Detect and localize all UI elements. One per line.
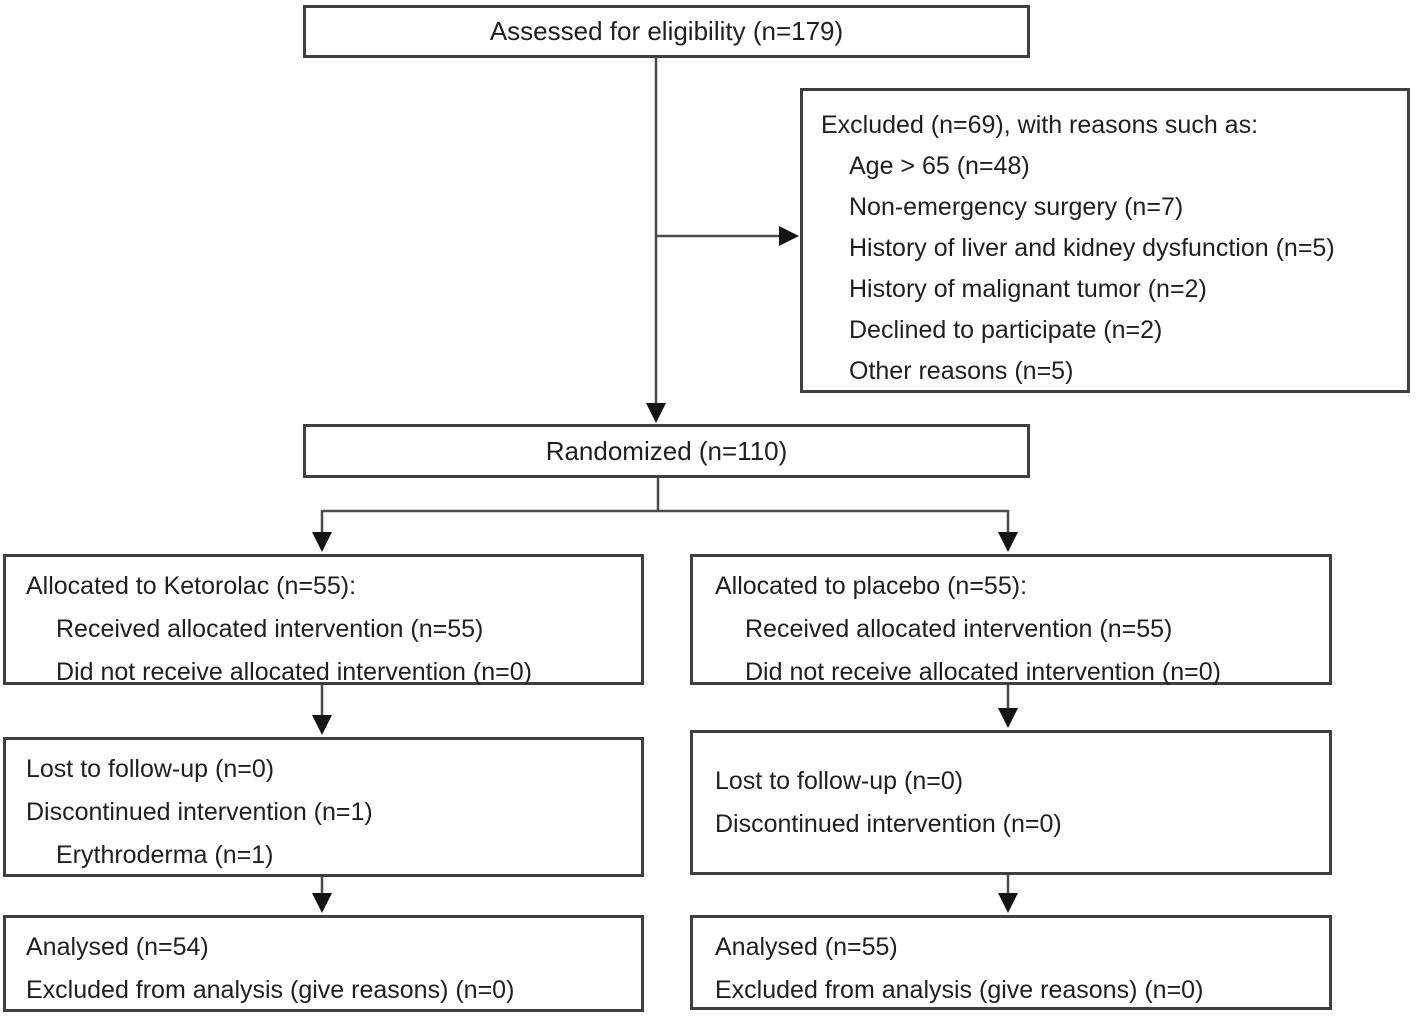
analysis-detail: Analysed (n=55) [715, 933, 898, 961]
analysis-ketorolac-box: Analysed (n=54) Excluded from analysis (… [3, 915, 644, 1012]
allocation-ketorolac-box: Allocated to Ketorolac (n=55): Received … [3, 554, 644, 686]
followup-placebo-box: Lost to follow-up (n=0) Discontinued int… [690, 730, 1332, 875]
excluded-reason: History of liver and kidney dysfunction … [849, 234, 1335, 262]
arrow-to-alloc-right [998, 510, 1018, 552]
excluded-reason: Age > 65 (n=48) [849, 152, 1030, 180]
excluded-header: Excluded (n=69), with reasons such as: [821, 111, 1259, 139]
randomized-label: Randomized (n=110) [545, 435, 788, 466]
arrow-followup-left-to-analysis [312, 877, 332, 913]
allocation-header: Allocated to Ketorolac (n=55): [26, 572, 357, 600]
arrow-followup-right-to-analysis [998, 875, 1018, 913]
excluded-reason: Other reasons (n=5) [849, 357, 1074, 385]
excluded-reason: History of malignant tumor (n=2) [849, 275, 1207, 303]
analysis-placebo-box: Analysed (n=55) Excluded from analysis (… [690, 915, 1332, 1010]
allocation-placebo-box: Allocated to placebo (n=55): Received al… [690, 554, 1332, 686]
analysis-detail: Excluded from analysis (give reasons) (n… [715, 976, 1204, 1004]
followup-reason: Erythroderma (n=1) [56, 841, 274, 869]
followup-detail: Lost to follow-up (n=0) [715, 766, 964, 795]
allocation-detail: Received allocated intervention (n=55) [745, 615, 1173, 643]
excluded-box: Excluded (n=69), with reasons such as: A… [800, 88, 1410, 393]
assessed-eligibility-box: Assessed for eligibility (n=179) [303, 5, 1030, 58]
randomized-split-connector [322, 478, 1008, 513]
analysis-detail: Excluded from analysis (give reasons) (n… [26, 976, 515, 1004]
arrow-to-excluded [656, 226, 799, 246]
followup-detail: Lost to follow-up (n=0) [26, 755, 275, 783]
arrow-to-alloc-left [312, 510, 332, 552]
excluded-reason: Declined to participate (n=2) [849, 316, 1163, 344]
allocation-detail: Did not receive allocated intervention (… [745, 658, 1221, 686]
analysis-detail: Analysed (n=54) [26, 933, 209, 961]
randomized-box: Randomized (n=110) [303, 424, 1030, 478]
followup-detail: Discontinued intervention (n=1) [26, 798, 373, 826]
allocation-detail: Received allocated intervention (n=55) [56, 615, 484, 643]
allocation-header: Allocated to placebo (n=55): [715, 572, 1028, 600]
followup-detail: Discontinued intervention (n=0) [715, 809, 1062, 838]
followup-ketorolac-box: Lost to follow-up (n=0) Discontinued int… [3, 737, 644, 877]
excluded-reason: Non-emergency surgery (n=7) [849, 193, 1184, 221]
allocation-detail: Did not receive allocated intervention (… [56, 658, 532, 686]
assessed-eligibility-label: Assessed for eligibility (n=179) [489, 16, 844, 46]
arrow-assessed-to-randomized [646, 58, 666, 423]
